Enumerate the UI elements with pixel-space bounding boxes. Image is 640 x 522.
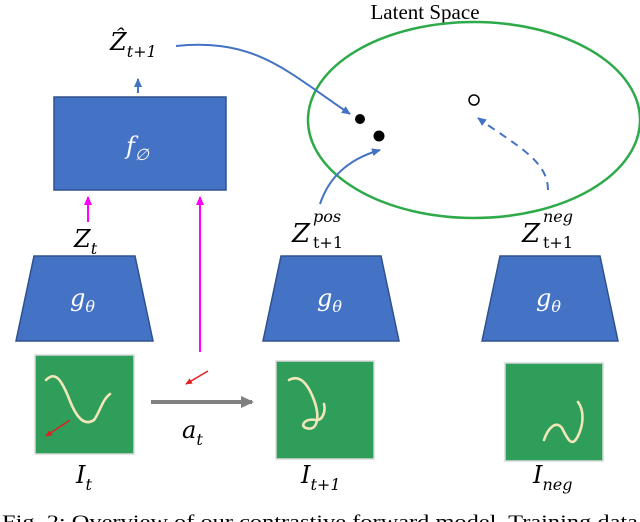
latent-space-title: Latent Space <box>370 0 479 24</box>
z-neg-superscript: neg <box>543 207 573 226</box>
positive-to-latent-arrow <box>319 148 381 205</box>
z-pos-label: Z <box>291 219 311 249</box>
encoder-trapezoid-pos <box>262 255 400 342</box>
z-hat-label: Ẑt+1 <box>109 27 157 61</box>
image-t-label: It <box>75 461 92 494</box>
latent-space-ellipse <box>306 20 640 220</box>
encoder-label-pos: gθ <box>317 284 342 316</box>
action-label: at <box>182 416 203 449</box>
predicted-embedding-dot <box>355 114 365 124</box>
encoder-label-t: gθ <box>70 284 95 316</box>
z-neg-label: Z <box>521 219 541 249</box>
encoder-trapezoid-neg <box>481 255 619 342</box>
positive-embedding-dot <box>373 130 385 142</box>
z-pos-superscript: pos <box>313 207 341 226</box>
rope-image-t1 <box>275 360 375 460</box>
zhat-to-latent-arrow <box>175 43 351 115</box>
encoder-label-neg: gθ <box>536 284 561 316</box>
figure-caption: Fig. 2: Overview of our contrastive forw… <box>2 512 639 522</box>
image-t1-label: It+1 <box>300 461 341 494</box>
image-neg-label: Ineg <box>532 461 573 494</box>
negative-embedding-dot <box>468 94 480 106</box>
encoder-trapezoid-t <box>15 255 154 342</box>
negative-to-latent-arrow <box>477 117 549 191</box>
rope-image-neg <box>504 362 604 462</box>
red-grasp-arrow <box>45 419 71 437</box>
forward-model-box <box>53 96 227 191</box>
z-t-label: Zt <box>73 225 98 258</box>
red-action-marker <box>185 370 209 385</box>
z-pos-subscript: t+1 <box>313 233 343 252</box>
z-neg-subscript: t+1 <box>543 233 573 252</box>
rope-image-t <box>34 354 135 455</box>
